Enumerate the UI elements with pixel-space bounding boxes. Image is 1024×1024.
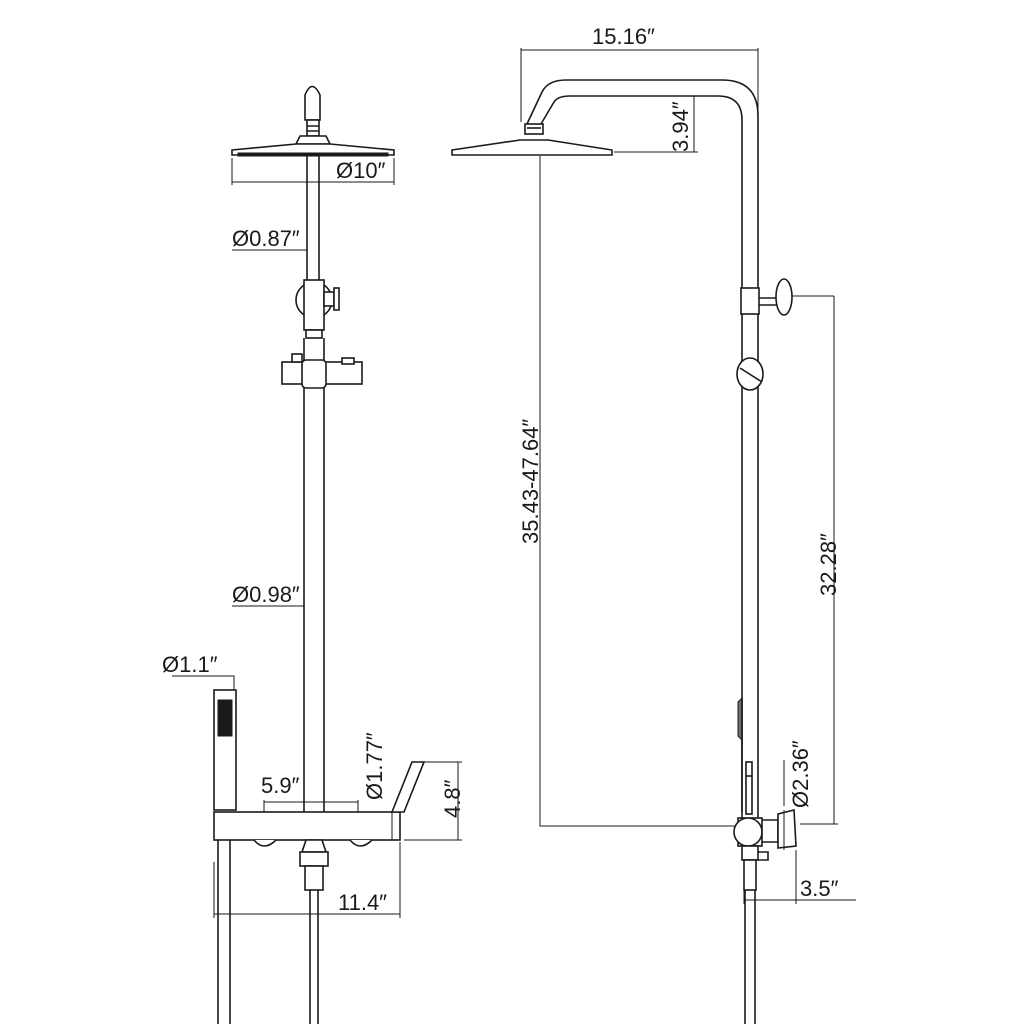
side-adjustable-height-label: 35.43-47.64″ bbox=[518, 419, 543, 544]
front-head-neck bbox=[294, 135, 332, 145]
front-head-diameter-label: Ø10″ bbox=[336, 158, 386, 183]
front-mixer-lever bbox=[390, 761, 426, 813]
front-diverter-knob bbox=[323, 291, 335, 307]
front-view: Ø10″ Ø0.87″ Ø0.98″ Ø1.1″ 5.9″ Ø1.77″ bbox=[162, 85, 465, 1024]
front-upper-tube bbox=[306, 156, 320, 282]
front-lower-outlet bbox=[300, 839, 328, 853]
front-valve-length-label: 11.4″ bbox=[338, 890, 387, 915]
side-valve-cap bbox=[733, 817, 763, 847]
front-riser-diameter-label: Ø0.98″ bbox=[232, 582, 300, 607]
front-valve-spacing-label: 5.9″ bbox=[261, 773, 300, 798]
front-riser-pipe bbox=[303, 338, 325, 815]
front-left-union bbox=[253, 839, 277, 847]
side-rain-head bbox=[451, 139, 613, 156]
front-hose bbox=[217, 840, 319, 1024]
front-hand-shower-diameter-label: Ø1.1″ bbox=[162, 652, 218, 677]
side-view: 15.16″ 3.94″ 35.43-47.64″ 32.28″ bbox=[451, 24, 856, 1024]
front-outlet-diameter-label: Ø1.77″ bbox=[362, 732, 387, 800]
side-shower-arm bbox=[526, 79, 759, 820]
side-hose bbox=[744, 890, 756, 1024]
side-wall-projection-label: 3.5″ bbox=[800, 876, 839, 901]
front-right-union bbox=[349, 839, 373, 847]
front-shower-arm bbox=[304, 85, 321, 121]
side-valve-handle bbox=[777, 808, 797, 849]
front-head-connector bbox=[306, 119, 320, 137]
side-connector-knob bbox=[775, 278, 793, 316]
front-arm-diameter-label: Ø0.87″ bbox=[232, 226, 300, 251]
side-handle-diameter-label: Ø2.36″ bbox=[788, 740, 813, 808]
side-head-drop-label: 3.94″ bbox=[668, 101, 693, 152]
side-valve-connector-label: 32.28″ bbox=[816, 533, 841, 596]
front-valve-body bbox=[213, 811, 401, 841]
side-mixer-handle bbox=[745, 761, 753, 815]
front-lever-height-label: 4.8″ bbox=[440, 779, 465, 818]
side-connector-block bbox=[740, 287, 760, 315]
front-rain-head bbox=[231, 143, 395, 156]
side-arm-reach-label: 15.16″ bbox=[592, 24, 655, 49]
